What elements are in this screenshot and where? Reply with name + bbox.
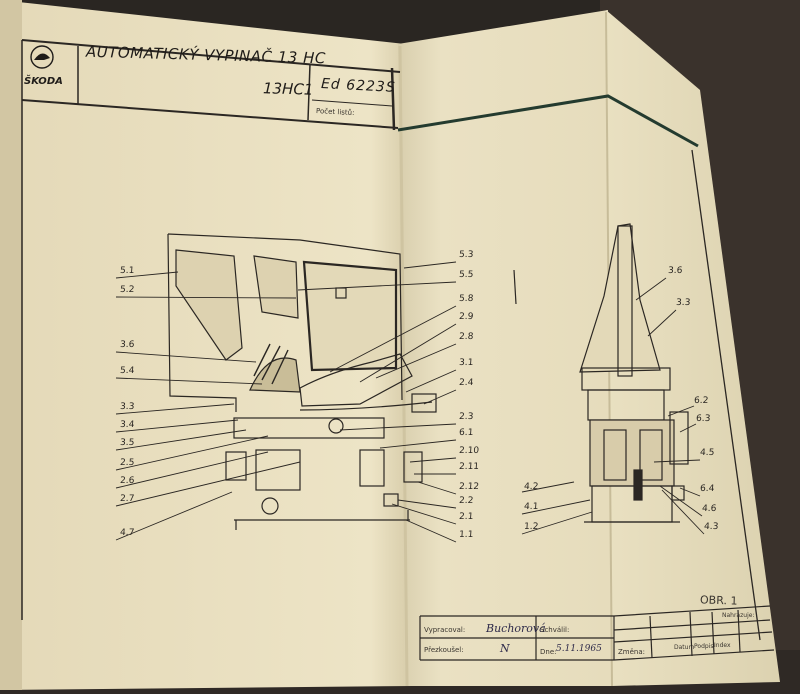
part-label: 4.6 — [701, 504, 717, 514]
part-label: 3.3 — [675, 298, 691, 308]
part-label: 5.2 — [119, 285, 135, 295]
part-label: 3.4 — [119, 420, 135, 430]
part-label: 6.4 — [699, 484, 715, 494]
part-label: 4.7 — [119, 528, 135, 538]
part-label: 2.12 — [458, 482, 480, 492]
part-label: 5.1 — [119, 266, 135, 276]
datum-label: Datum — [674, 644, 695, 651]
title-block — [419, 605, 775, 661]
part-label: 6.2 — [693, 396, 709, 406]
dne-value: 5.11.1965 — [556, 644, 602, 654]
part-label: 4.1 — [523, 502, 539, 512]
part-label: 5.3 — [458, 250, 474, 260]
dne-label: Dne: — [540, 648, 557, 656]
part-label: 2.6 — [119, 476, 135, 486]
part-label: 4.5 — [699, 448, 715, 458]
vypracoval-signature: Buchorová — [486, 622, 546, 635]
part-label: 2.10 — [458, 446, 480, 456]
nahrazuje-label: Nahrazuje: — [722, 612, 755, 619]
skoda-logo-text: ŠKODA — [24, 76, 63, 87]
right-page — [606, 10, 780, 686]
part-label: 2.4 — [458, 378, 474, 388]
part-label: 2.5 — [119, 458, 135, 468]
part-label: 2.11 — [458, 462, 480, 472]
part-label: 2.8 — [458, 332, 474, 342]
part-label: 6.3 — [695, 414, 711, 424]
zmena-label: Změna: — [618, 648, 646, 656]
breaker-front-view — [513, 223, 689, 523]
prezkousel-signature: N — [500, 642, 510, 655]
middle-page — [398, 10, 612, 686]
part-label: 2.7 — [119, 494, 135, 504]
part-label: 2.9 — [458, 312, 474, 322]
schvalil-label: Schválil: — [540, 626, 570, 634]
part-label: 2.3 — [458, 412, 474, 422]
drawing-subtitle: 13HC1 — [262, 79, 314, 99]
part-label: 5.4 — [119, 366, 135, 376]
part-label: 2.2 — [458, 496, 474, 506]
part-label: 5.8 — [458, 294, 474, 304]
part-label: 1.2 — [523, 522, 539, 532]
figure-label: OBR. 1 — [699, 593, 738, 608]
left-page — [0, 0, 412, 690]
part-label: 3.6 — [667, 266, 683, 276]
part-label: 3.3 — [119, 402, 135, 412]
part-label: 2.1 — [458, 512, 474, 522]
part-label: 4.2 — [523, 482, 539, 492]
part-label: 3.1 — [458, 358, 474, 368]
part-label: 3.5 — [119, 438, 135, 448]
vypracoval-label: Vypracoval: — [424, 626, 466, 634]
index-label: Index — [714, 642, 731, 649]
part-label: 3.6 — [119, 340, 135, 350]
part-label: 4.3 — [703, 522, 719, 532]
part-label: 5.5 — [458, 270, 474, 280]
part-label: 1.1 — [458, 530, 474, 540]
prezkousel-label: Přezkoušel: — [424, 646, 464, 654]
podpis-label: Podpis — [694, 643, 714, 650]
part-label: 6.1 — [458, 428, 474, 438]
breaker-side-view — [167, 233, 437, 530]
